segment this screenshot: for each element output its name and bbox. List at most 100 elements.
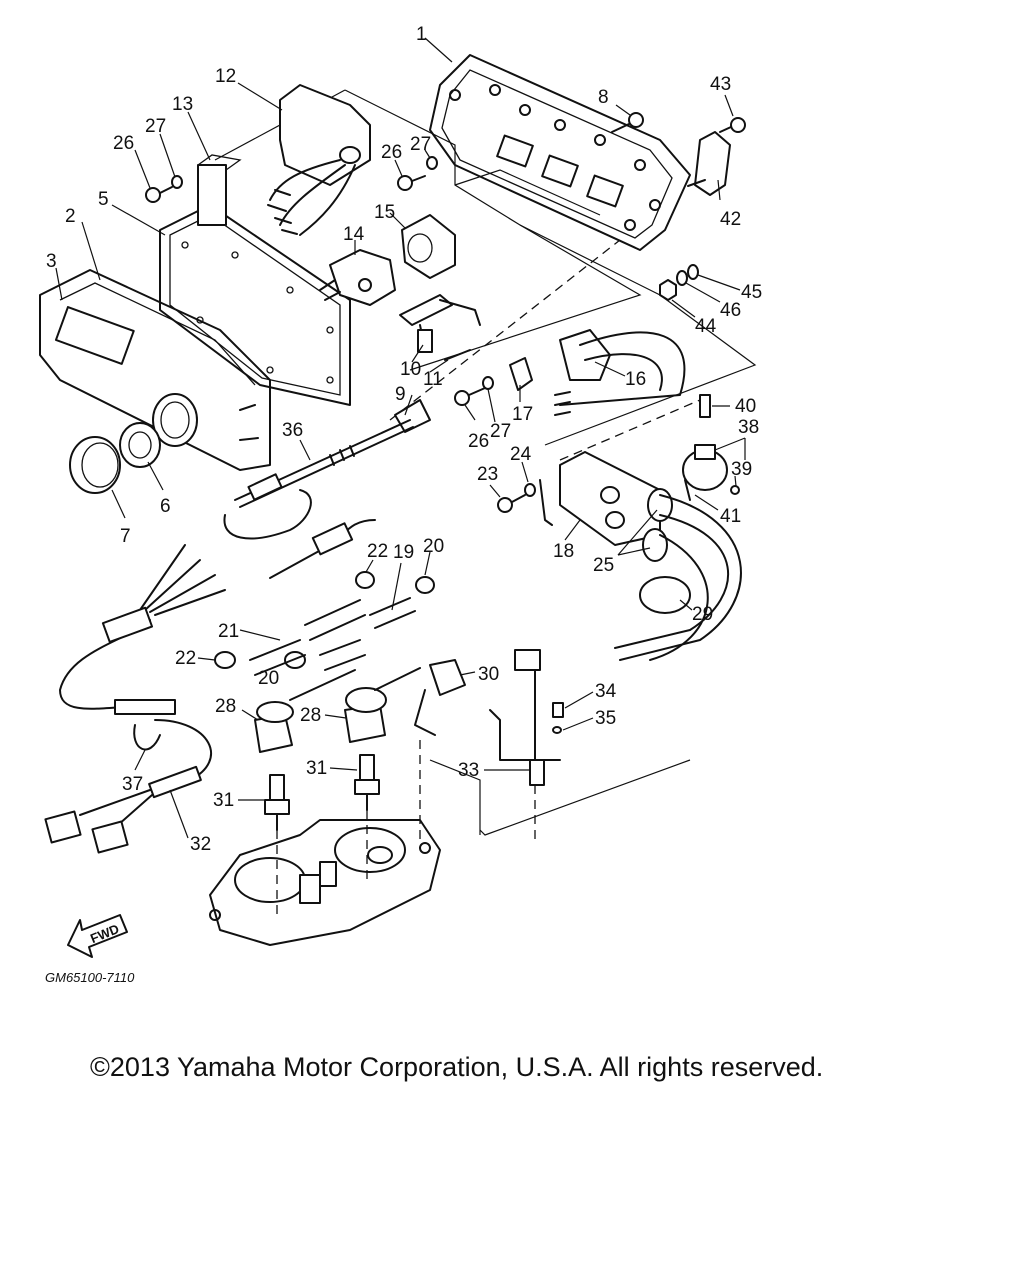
part-43-bolt xyxy=(719,117,746,133)
part-20-clamp-low xyxy=(284,651,306,669)
callout-16: 16 xyxy=(625,369,646,390)
wiring-harness xyxy=(59,489,376,781)
part-13-bracket xyxy=(197,154,242,226)
part-15-component xyxy=(401,214,456,279)
part-32-lead xyxy=(44,765,202,854)
part-callouts: 1 2 3 5 6 7 8 9 10 11 12 13 14 15 16 17 xyxy=(46,24,762,855)
part-26-screw-low xyxy=(454,387,486,406)
part-8-screw xyxy=(611,112,644,133)
callout-5: 5 xyxy=(98,189,109,210)
part-11-pin xyxy=(444,349,471,361)
callout-30: 30 xyxy=(478,664,499,685)
callout-31-left: 31 xyxy=(213,790,234,811)
part-27-washer-low xyxy=(482,376,494,390)
cylinder-head xyxy=(209,819,441,946)
callout-27-mid: 27 xyxy=(410,134,431,155)
copyright-notice: ©2013 Yamaha Motor Corporation, U.S.A. A… xyxy=(90,1052,824,1082)
callout-25: 25 xyxy=(593,555,614,576)
part-10-connector xyxy=(399,294,481,353)
callout-13: 13 xyxy=(172,94,193,115)
part-37-band xyxy=(133,724,161,751)
callout-40: 40 xyxy=(735,396,756,417)
part-1-base-plate xyxy=(429,54,691,251)
part-33-sensor-bracket xyxy=(489,649,561,786)
callout-35: 35 xyxy=(595,708,616,729)
callout-28-left: 28 xyxy=(215,696,236,717)
callout-34: 34 xyxy=(595,681,617,702)
part-12-cdi-unit xyxy=(267,84,371,236)
part-22-clamp-top xyxy=(355,571,375,589)
callout-20-low: 20 xyxy=(258,668,279,689)
part-40-clip xyxy=(699,394,711,418)
callout-43: 43 xyxy=(710,74,731,95)
part-16-rectifier xyxy=(554,329,686,416)
exploded-parts-diagram: FWD GM65100-7110 1 2 3 5 6 7 8 9 10 11 1… xyxy=(39,24,762,985)
callout-28-right: 28 xyxy=(300,705,321,726)
callout-33: 33 xyxy=(458,760,479,781)
part-36-plug-lead xyxy=(234,419,414,508)
part-23-screw xyxy=(497,494,526,513)
part-31-spark-plug-left xyxy=(264,774,290,831)
callout-6: 6 xyxy=(160,496,171,517)
part-35-washer xyxy=(552,726,562,734)
part-14-component xyxy=(319,249,396,306)
part-27-washer-top xyxy=(171,175,183,189)
callout-24: 24 xyxy=(510,444,532,465)
forward-arrow: FWD xyxy=(67,914,128,958)
callout-22-top: 22 xyxy=(367,541,388,562)
callout-15: 15 xyxy=(374,202,395,223)
callout-9: 9 xyxy=(395,384,406,405)
callout-22-low: 22 xyxy=(175,648,196,669)
callout-42: 42 xyxy=(720,209,741,230)
callout-26-top: 26 xyxy=(113,133,134,154)
part-28-plug-cap-right xyxy=(344,667,421,743)
callout-10: 10 xyxy=(400,359,421,380)
part-31-spark-plug-right xyxy=(354,754,380,811)
part-22-clamp-low xyxy=(214,651,236,669)
part-18-ignition-coil xyxy=(539,451,661,546)
part-6-seal xyxy=(119,422,161,468)
part-44-nut xyxy=(659,279,677,301)
callout-11: 11 xyxy=(423,369,443,390)
part-20-clamp-top xyxy=(415,576,435,594)
callout-26-mid: 26 xyxy=(381,142,402,163)
part-26-screw-mid xyxy=(397,175,426,191)
part-45-washer xyxy=(687,264,699,280)
part-2-cover xyxy=(39,269,271,471)
part-27-washer-mid xyxy=(426,156,438,170)
callout-12: 12 xyxy=(215,66,236,87)
callout-46: 46 xyxy=(720,300,741,321)
part-19-tube xyxy=(304,597,416,641)
dashed-assembly-lines-head xyxy=(276,740,536,915)
callout-27-top: 27 xyxy=(145,116,166,137)
part-24-washer xyxy=(524,483,536,497)
callout-31-right: 31 xyxy=(306,758,327,779)
callout-38: 38 xyxy=(738,417,759,438)
braided-sleeve xyxy=(114,699,176,715)
callout-44: 44 xyxy=(695,316,717,337)
callout-36: 36 xyxy=(282,420,303,441)
part-26-screw-top xyxy=(145,186,173,203)
callout-1: 1 xyxy=(416,24,427,45)
callout-26-low: 26 xyxy=(468,431,489,452)
part-34-bolt xyxy=(552,702,564,718)
callout-45: 45 xyxy=(741,282,762,303)
callout-39: 39 xyxy=(731,459,752,480)
callout-8: 8 xyxy=(598,87,609,108)
callout-7: 7 xyxy=(120,526,131,547)
part-38-clamp xyxy=(682,444,728,491)
callout-17: 17 xyxy=(512,404,533,425)
part-46-washer xyxy=(676,270,688,286)
part-39-washer xyxy=(730,485,740,495)
part-7-cap xyxy=(69,436,121,494)
part-28-plug-cap-left xyxy=(254,669,356,753)
callout-37: 37 xyxy=(122,774,143,795)
callout-41: 41 xyxy=(720,506,741,527)
part-29-band xyxy=(639,576,691,614)
callout-21: 21 xyxy=(218,621,239,642)
part-9-cap-connector xyxy=(394,399,431,433)
callout-20-top: 20 xyxy=(423,536,444,557)
part-30-bracket xyxy=(414,659,466,736)
drawing-code: GM65100-7110 xyxy=(45,970,135,985)
callout-18: 18 xyxy=(553,541,574,562)
